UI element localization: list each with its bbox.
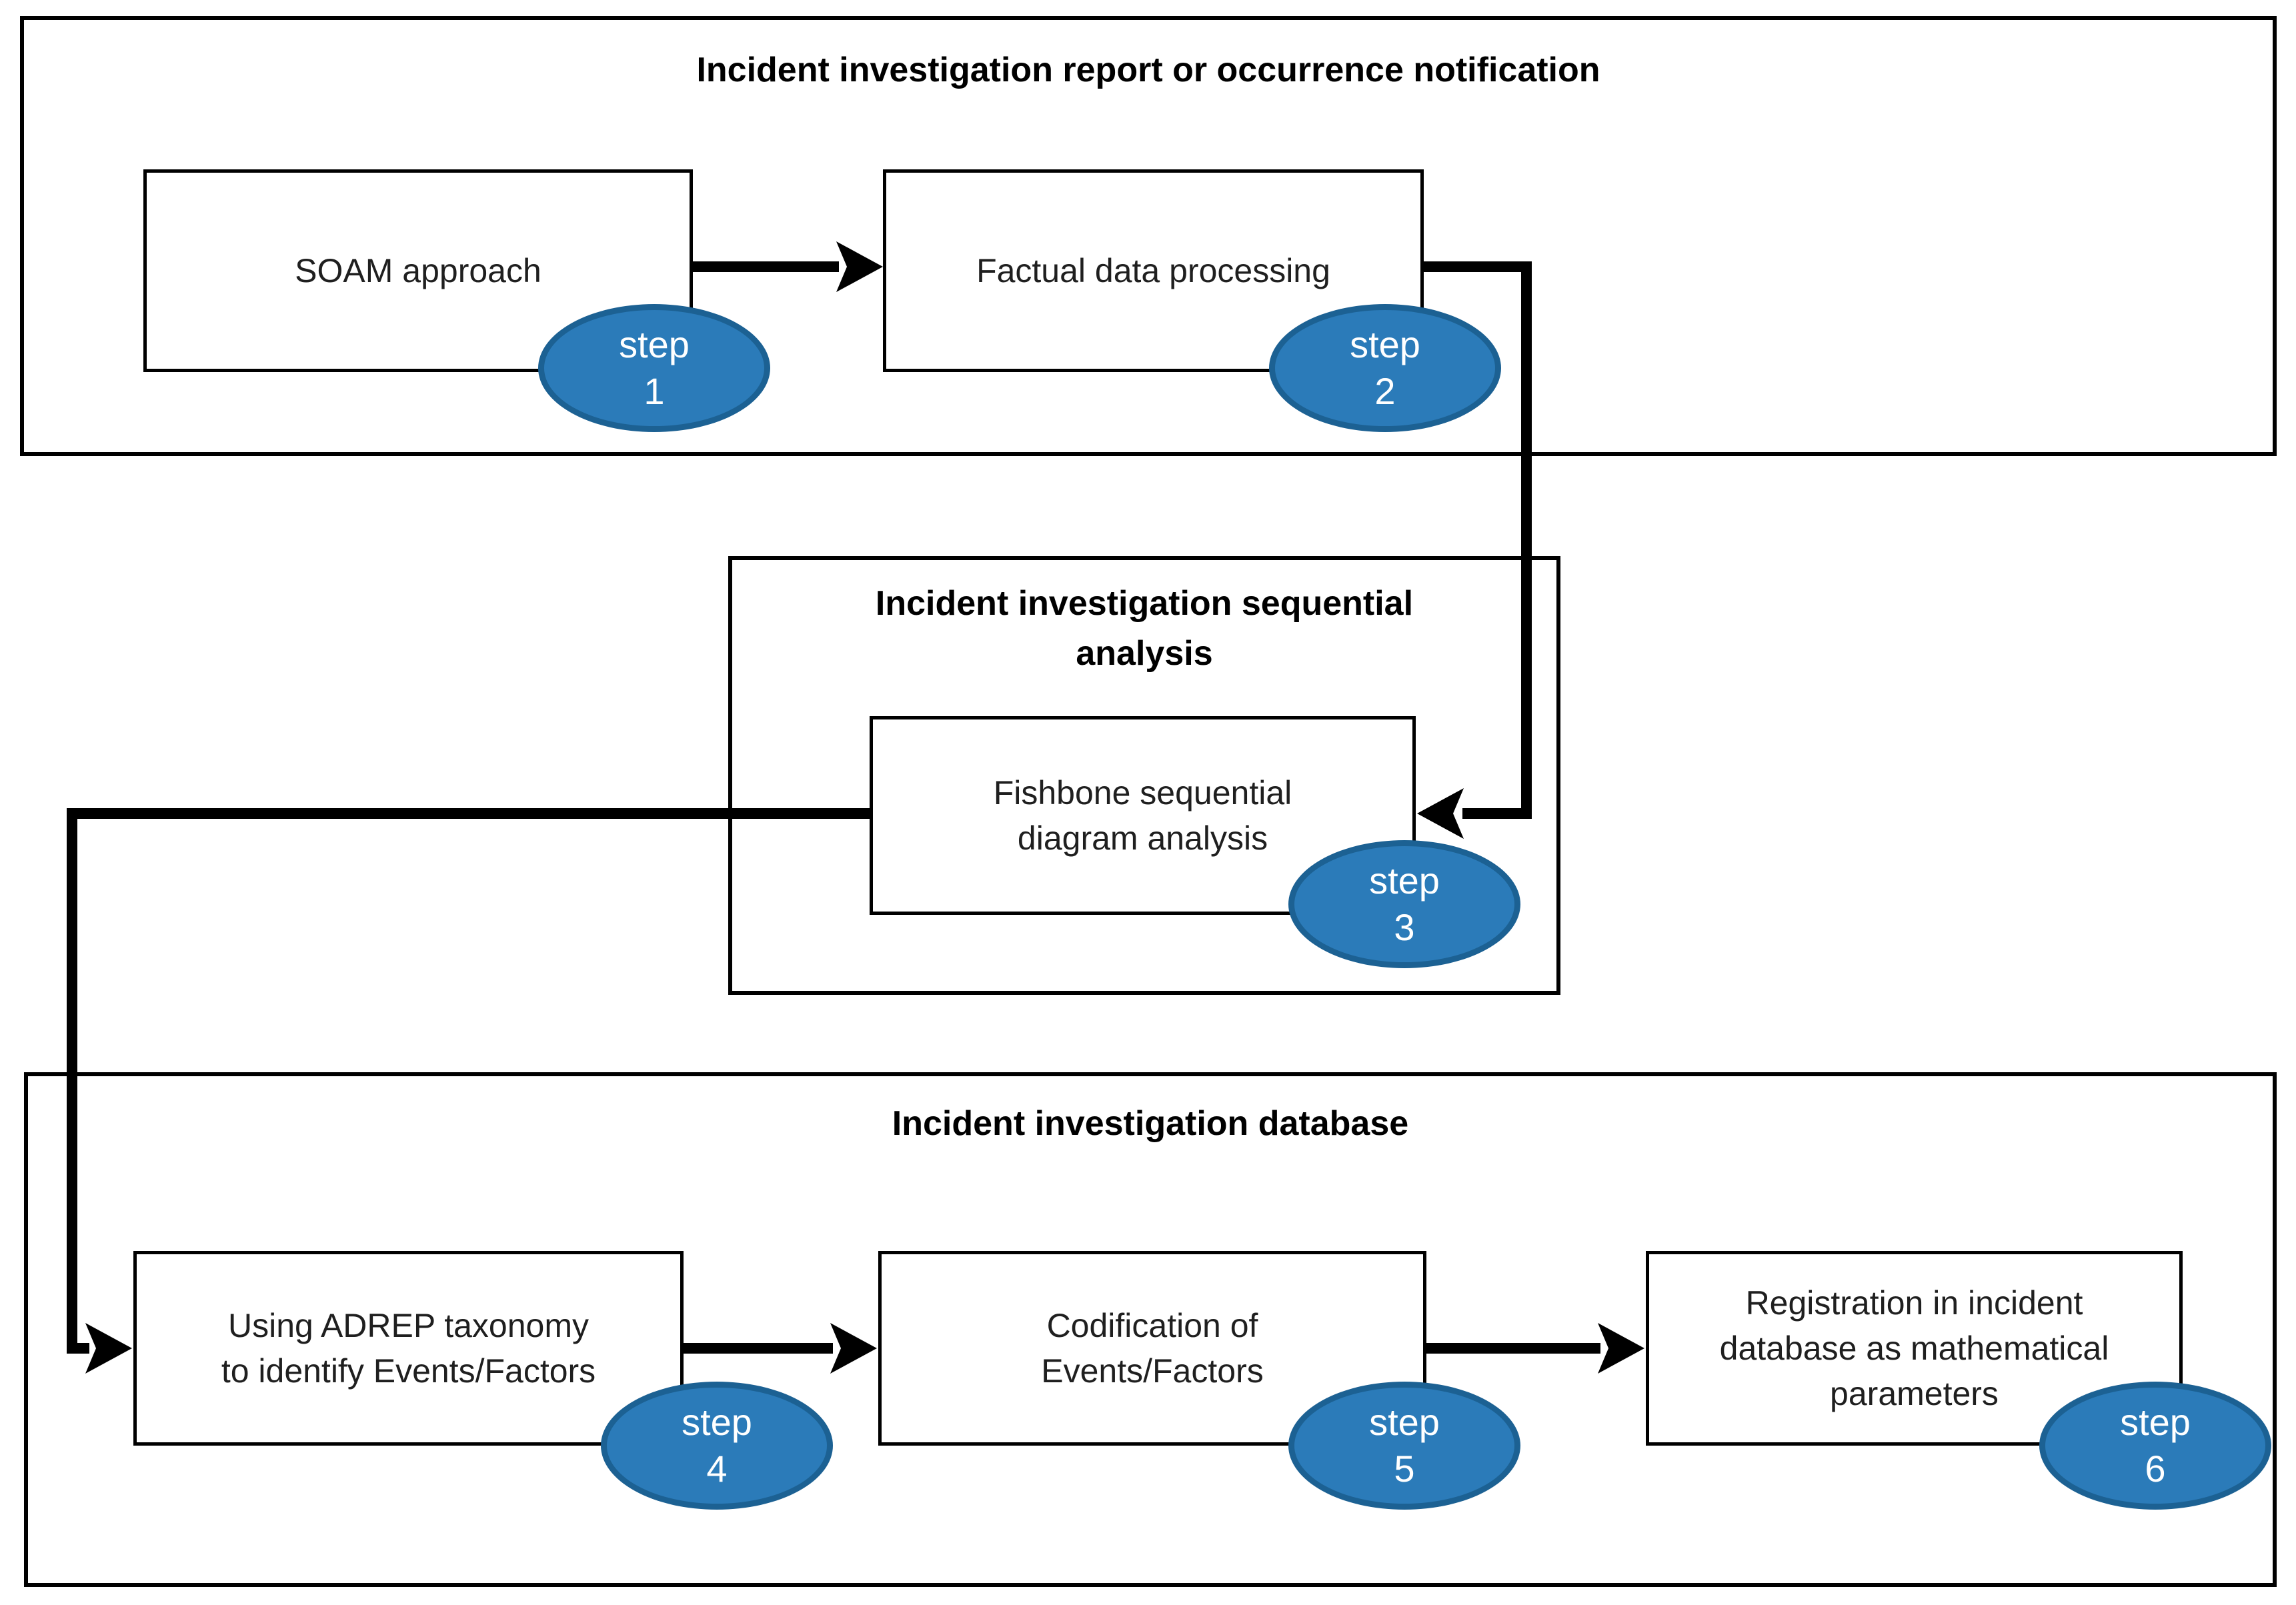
step-badge-4-number: 4 (706, 1448, 728, 1490)
step-badge-5-number: 5 (1394, 1448, 1415, 1490)
node-soam-label: SOAM approach (295, 252, 541, 289)
step-badge-2-word: step (1350, 323, 1420, 365)
step-badge-6-number: 6 (2145, 1448, 2166, 1490)
step-badge-3-number: 3 (1394, 906, 1415, 948)
container-report: Incident investigation report or occurre… (20, 16, 2277, 456)
node-fishbone-analysis-label: Fishbone sequential diagram analysis (993, 774, 1292, 857)
step-badge-1: step 1 (538, 304, 770, 432)
container-database: Incident investigation database (24, 1072, 2277, 1587)
node-codification-label: Codification of Events/Factors (1041, 1307, 1264, 1390)
node-adrep-taxonomy-label: Using ADREP taxonomy to identify Events/… (221, 1307, 596, 1390)
container-sequential-title: Incident investigation sequential analys… (875, 584, 1414, 673)
node-registration-label: Registration in incident database as mat… (1719, 1284, 2109, 1412)
step-badge-6-word: step (2120, 1401, 2191, 1443)
step-badge-4-word: step (682, 1401, 752, 1443)
step-badge-4: step 4 (601, 1382, 833, 1510)
step-badge-2: step 2 (1269, 304, 1501, 432)
container-report-title: Incident investigation report or occurre… (696, 51, 1600, 89)
step-badge-5: step 5 (1288, 1382, 1520, 1510)
step-badge-2-number: 2 (1374, 370, 1396, 412)
container-sequential: Incident investigation sequential analys… (728, 556, 1560, 995)
container-database-title: Incident investigation database (892, 1104, 1409, 1143)
step-badge-5-word: step (1369, 1401, 1440, 1443)
node-adrep-taxonomy: Using ADREP taxonomy to identify Events/… (133, 1251, 684, 1446)
step-badge-1-number: 1 (644, 370, 665, 412)
step-badge-3-word: step (1369, 860, 1440, 902)
node-factual-data-processing-label: Factual data processing (976, 252, 1330, 289)
step-badge-6: step 6 (2039, 1382, 2271, 1510)
step-badge-3: step 3 (1288, 840, 1520, 968)
step-badge-1-word: step (619, 323, 690, 365)
